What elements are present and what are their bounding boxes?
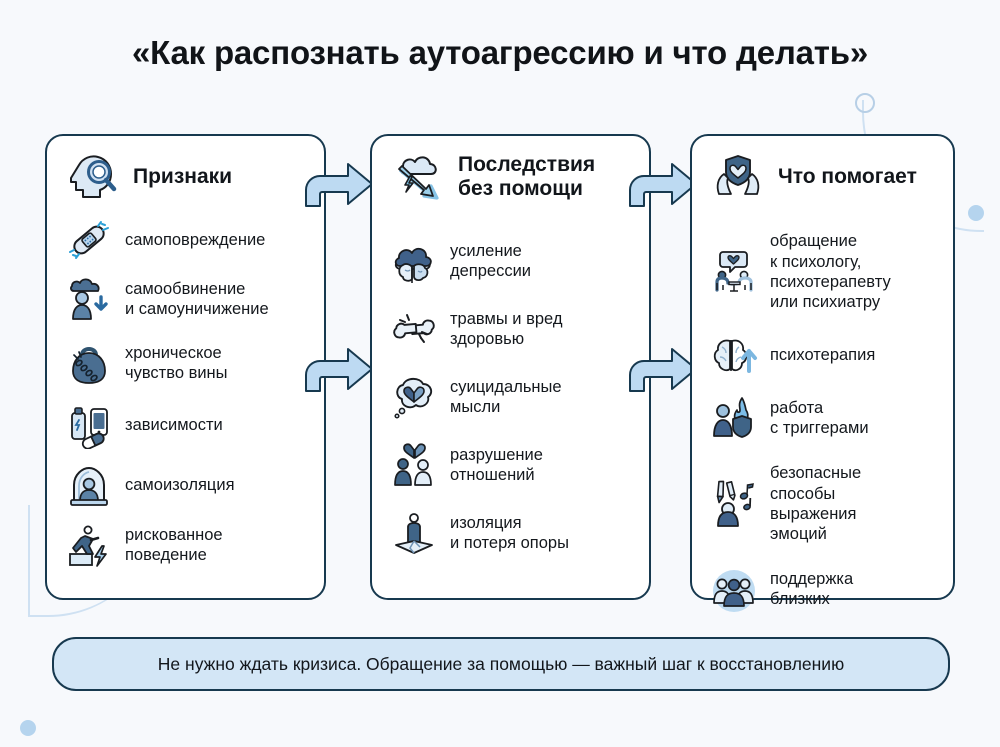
card-helps: Что помогает	[690, 134, 955, 612]
list-item-label: разрушение отношений	[450, 445, 543, 484]
list-item-label: безопасные способы выражения эмоций	[770, 464, 862, 544]
cloud-lightning-down-arrow-icon	[390, 152, 446, 202]
group-of-people-icon	[710, 565, 758, 613]
list-item-label: усиление депрессии	[450, 241, 532, 280]
list-item[interactable]: хроническое чувство вины	[65, 332, 312, 394]
card-helps-items: обращение к психологу, психотерапевту ил…	[692, 206, 953, 632]
list-item-label: изоляция и потеря опоры	[450, 513, 569, 552]
card-helps-title: Что помогает	[778, 165, 917, 189]
arrow-consequences-to-helps-bottom	[628, 343, 700, 395]
card-consequences-title: Последствия без помощи	[458, 153, 596, 200]
decorative-dot-right	[968, 205, 984, 221]
list-item-label: психотерапия	[770, 345, 876, 364]
brain-up-arrow-icon	[710, 331, 758, 379]
list-item-label: поддержка близких	[770, 569, 854, 608]
card-consequences: Последствия без помощи усиле	[370, 134, 651, 600]
broken-bone-icon	[390, 305, 438, 353]
head-magnifier-icon	[65, 152, 121, 202]
list-item[interactable]: поддержка близких	[710, 558, 941, 620]
list-item[interactable]: суицидальные мысли	[390, 364, 637, 430]
list-item[interactable]: разрушение отношений	[390, 432, 637, 498]
arrow-consequences-to-helps-top	[628, 158, 700, 210]
card-helps-header: Что помогает	[692, 136, 953, 206]
card-signs-items: самоповреждение самообвинение и самоунич…	[47, 206, 324, 586]
bottle-phone-pills-icon	[65, 401, 113, 450]
footer-banner: Не нужно ждать кризиса. Обращение за пом…	[52, 637, 950, 691]
list-item-label: самообвинение и самоуничижение	[125, 279, 269, 318]
brain-cloud-icon	[390, 237, 438, 285]
list-item-label: работа с триггерами	[770, 398, 869, 437]
person-cloud-down-arrow-icon	[65, 275, 113, 323]
card-consequences-items: усиление депрессии	[372, 206, 649, 578]
arrow-signs-to-consequences-bottom	[304, 343, 376, 395]
list-item[interactable]: усиление депрессии	[390, 228, 637, 294]
thought-bubble-broken-heart-icon	[390, 373, 438, 421]
bandage-icon	[65, 216, 113, 264]
person-on-ledge-lightning-icon	[65, 521, 113, 569]
therapy-session-icon	[710, 248, 758, 296]
two-people-broken-heart-icon	[390, 441, 438, 489]
list-item[interactable]: травмы и вред здоровью	[390, 296, 637, 362]
list-item-label: самоповреждение	[125, 230, 266, 249]
page-title: «Как распознать аутоагрессию и что делат…	[132, 34, 868, 71]
card-signs-title: Признаки	[133, 165, 233, 189]
list-item-label: травмы и вред здоровью	[450, 309, 563, 348]
list-item[interactable]: безопасные способы выражения эмоций	[710, 452, 941, 556]
person-flame-shield-icon	[710, 394, 758, 442]
list-item[interactable]: обращение к психологу, психотерапевту ил…	[710, 220, 941, 324]
list-item-label: обращение к психологу, психотерапевту ил…	[770, 232, 891, 312]
list-item-label: самоизоляция	[125, 475, 235, 494]
list-item[interactable]: зависимости	[65, 396, 312, 454]
list-item-label: суицидальные мысли	[450, 377, 562, 416]
person-under-dome-icon	[65, 461, 113, 509]
list-item-label: рискованное поведение	[125, 525, 223, 564]
list-item[interactable]: изоляция и потеря опоры	[390, 500, 637, 566]
person-on-cracked-ice-icon	[390, 509, 438, 557]
list-item[interactable]: работа с триггерами	[710, 386, 941, 450]
kettlebell-chain-icon	[65, 339, 113, 387]
decorative-circle-top-right	[855, 93, 875, 113]
list-item[interactable]: рискованное поведение	[65, 516, 312, 574]
decorative-dot-bottom-left	[20, 720, 36, 736]
list-item[interactable]: самоизоляция	[65, 456, 312, 514]
shield-heart-hands-icon	[710, 152, 766, 202]
person-brush-pencil-music-icon	[710, 480, 758, 528]
arrow-signs-to-consequences-top	[304, 158, 376, 210]
footer-text: Не нужно ждать кризиса. Обращение за пом…	[157, 653, 845, 674]
list-item[interactable]: психотерапия	[710, 326, 941, 384]
list-item-label: хроническое чувство вины	[125, 343, 228, 382]
card-signs: Признаки	[45, 134, 326, 600]
card-signs-header: Признаки	[47, 136, 324, 206]
card-consequences-header: Последствия без помощи	[372, 136, 649, 206]
list-item-label: зависимости	[125, 415, 223, 434]
list-item[interactable]: самоповреждение	[65, 214, 312, 266]
list-item[interactable]: самообвинение и самоуничижение	[65, 268, 312, 330]
